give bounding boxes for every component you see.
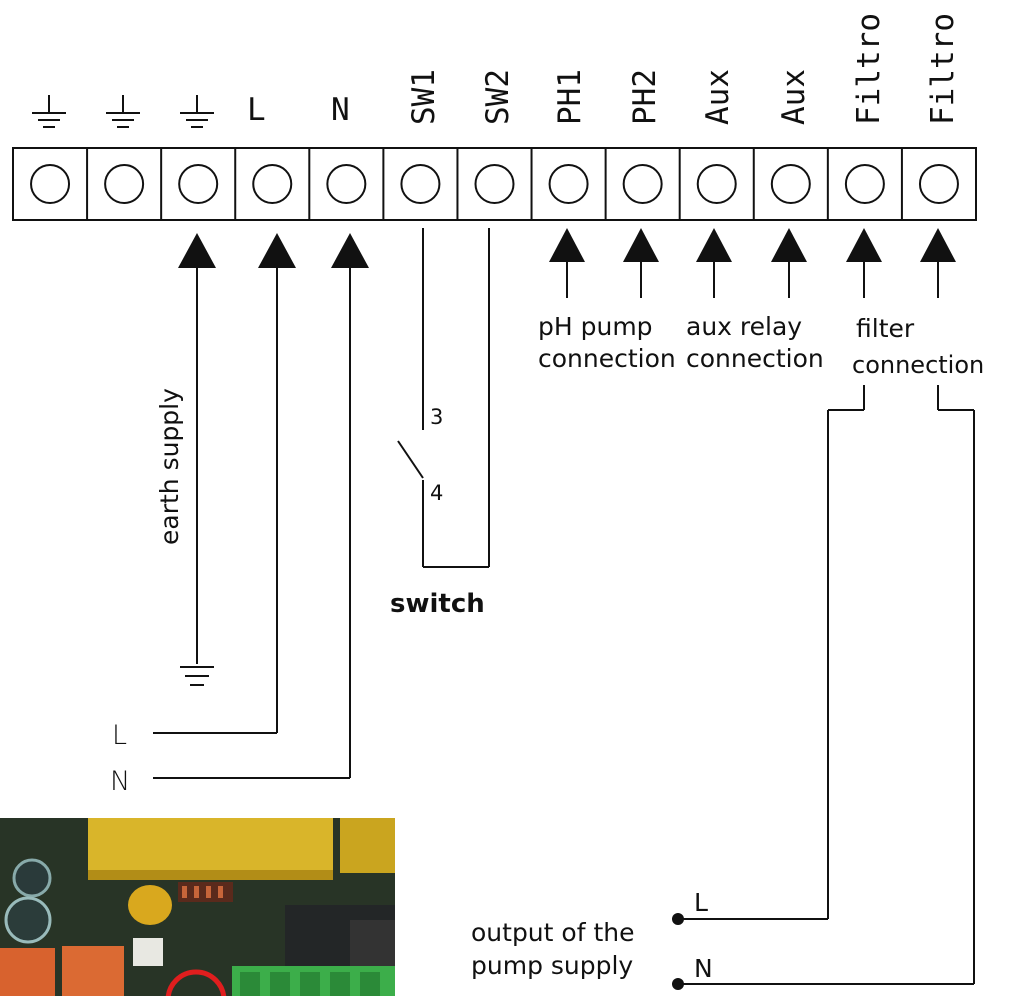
arrow-up-icon — [846, 228, 882, 262]
supply-n-label: N — [110, 766, 130, 797]
header-aux-2: Aux — [776, 69, 812, 125]
filter-label-line2: connection — [852, 351, 984, 379]
filter-label-line1: filter — [856, 314, 915, 343]
header-ph2: PH2 — [627, 69, 663, 125]
supply-l-label: L — [112, 720, 127, 751]
arrowheads — [178, 228, 956, 268]
terminal-strip — [12, 147, 977, 221]
earth-icon — [180, 95, 214, 128]
highlight-circle — [165, 969, 227, 996]
terminal-screw — [548, 164, 589, 204]
arrow-up-icon — [696, 228, 732, 262]
terminal-screw — [104, 164, 145, 204]
terminal-screw — [178, 164, 219, 204]
output-label-line1: output of the — [471, 918, 634, 947]
output-l-label: L — [694, 888, 708, 917]
ph-label-line1: pH pump — [538, 312, 653, 341]
terminal-screw — [30, 164, 71, 204]
aux-label-line1: aux relay — [686, 312, 802, 341]
earth-icon — [32, 95, 66, 128]
relay-orange — [62, 946, 124, 996]
capacitor — [4, 896, 52, 944]
terminal-headers: L N SW1 SW2 PH1 PH2 Aux Aux Filtro Filtr… — [247, 13, 961, 128]
output-dot-n — [672, 978, 684, 990]
arrow-up-icon — [771, 228, 807, 262]
terminal-screw — [844, 164, 885, 204]
aux-label-line2: connection — [686, 344, 824, 373]
terminal-screw — [770, 164, 811, 204]
output-n-label: N — [694, 954, 713, 983]
relay-yellow — [88, 818, 333, 878]
arrow-up-icon — [258, 233, 296, 268]
header-ph1: PH1 — [552, 69, 588, 125]
terminal-screw — [622, 164, 663, 204]
arrow-up-icon — [331, 233, 369, 268]
arrow-up-icon — [549, 228, 585, 262]
ph-label-line2: connection — [538, 344, 676, 373]
relay-orange — [0, 948, 55, 996]
terminal-screw — [326, 164, 367, 204]
header-sw2: SW2 — [480, 69, 516, 125]
earth-icon — [106, 95, 140, 128]
capacitor-yellow — [128, 885, 172, 925]
earth-icon — [180, 666, 214, 686]
header-sw1: SW1 — [406, 69, 442, 125]
header-aux-1: Aux — [700, 69, 736, 125]
terminal-screw — [400, 164, 441, 204]
terminal-screw — [918, 164, 959, 204]
header-N: N — [331, 92, 350, 128]
switch-contact-4: 4 — [430, 481, 443, 505]
wires — [153, 228, 975, 985]
arrow-up-icon — [920, 228, 956, 262]
earth-supply-label: earth supply — [155, 388, 184, 545]
terminal-screw — [474, 164, 515, 204]
output-dot-l — [672, 913, 684, 925]
terminal-screw — [696, 164, 737, 204]
terminal-screw — [252, 164, 293, 204]
output-label-line2: pump supply — [471, 951, 633, 980]
pcb-photo — [0, 818, 395, 996]
header-filtro-2: Filtro — [925, 13, 961, 125]
capacitor — [12, 858, 52, 898]
arrow-up-icon — [178, 233, 216, 268]
arrow-up-icon — [623, 228, 659, 262]
switch-contact-3: 3 — [430, 405, 443, 429]
terminal-strip-frame — [12, 147, 977, 221]
switch-label: switch — [390, 589, 485, 619]
header-L: L — [247, 92, 266, 128]
header-filtro-1: Filtro — [851, 13, 887, 125]
